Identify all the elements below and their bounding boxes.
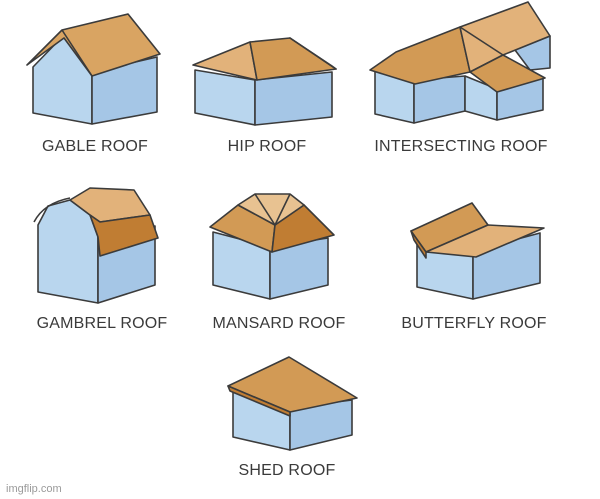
gable-roof-label: GABLE ROOF	[41, 138, 149, 155]
hip-front-wall	[194, 69, 256, 126]
gambrel-roof-illustration	[33, 187, 159, 304]
intersecting-roof-main	[369, 26, 471, 85]
butterfly-roof-right	[425, 224, 545, 258]
hip-roof-label: HIP ROOF	[227, 138, 307, 155]
intersecting-roof-cross	[459, 1, 551, 73]
gambrel-roof-label: GAMBREL ROOF	[36, 315, 168, 332]
shed-roof-label: SHED ROOF	[238, 462, 336, 479]
mansard-roof-label: MANSARD ROOF	[212, 315, 346, 332]
imgflip-watermark: imgflip.com	[6, 483, 62, 495]
hip-side-wall	[254, 71, 333, 126]
hip-roof-illustration	[192, 37, 337, 126]
mansard-roof-top	[237, 193, 305, 226]
gambrel-front-wall	[37, 199, 99, 304]
gable-roof-illustration	[26, 13, 161, 125]
mansard-roof-illustration	[209, 193, 335, 300]
intersecting-roof-label: INTERSECTING ROOF	[374, 138, 548, 155]
intersecting-roof-illustration	[369, 1, 551, 124]
shed-roof-illustration	[227, 356, 358, 451]
butterfly-roof-label: BUTTERFLY ROOF	[401, 315, 547, 332]
gambrel-roof-lower	[89, 214, 159, 257]
butterfly-roof-illustration	[410, 202, 545, 300]
